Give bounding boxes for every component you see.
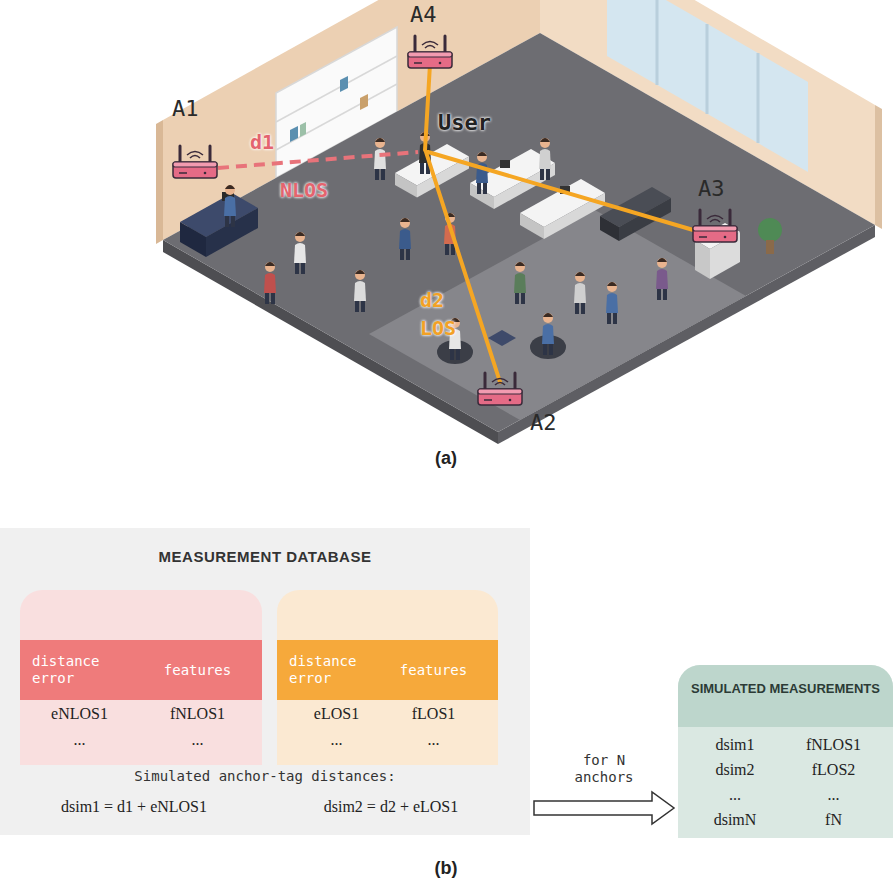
table-cell: dsim1 xyxy=(690,735,780,755)
column-header-cell: features xyxy=(381,662,486,679)
database-panel: MEASUREMENT DATABASEdistance errorfeatur… xyxy=(0,528,530,835)
table-cell-cell: ... xyxy=(145,730,250,750)
panel-title-cell: MEASUREMENT DATABASE xyxy=(0,548,530,566)
table-cell-cell: ... xyxy=(289,730,384,750)
table-cell: ... xyxy=(381,730,486,750)
panel-title: SIMULATED MEASUREMENTS xyxy=(691,681,880,696)
user-label: User xyxy=(438,110,491,135)
table-cell-cell: dsim1 xyxy=(690,735,780,755)
table-cell: fN xyxy=(786,810,881,830)
nlos-label-cell: NLOS xyxy=(280,178,328,202)
table-cell-cell: eLOS1 xyxy=(289,704,384,724)
column-header-cell: distance error xyxy=(289,653,384,687)
column-header-cell: distance error xyxy=(32,653,127,687)
nlos-table: distance error features eNLOS1 fNLOS1...... xyxy=(20,590,262,765)
column-header: features xyxy=(381,662,486,679)
table-cell-cell: fN xyxy=(786,810,881,830)
table-cell: dsimN xyxy=(690,810,780,830)
note-text-cell: Simulated anchor-tag distances: xyxy=(20,768,510,784)
table-cell: dsim2 xyxy=(690,760,780,780)
anchor-label-cell: A4 xyxy=(410,2,437,27)
formula: dsim2 = d2 + eLOS1 xyxy=(266,798,516,816)
panel-title: MEASUREMENT DATABASE xyxy=(159,548,372,565)
formula-cell: dsim2 = d2 + eLOS1 xyxy=(266,798,516,816)
table-cell: eNLOS1 xyxy=(32,704,127,724)
table-cell: eLOS1 xyxy=(289,704,384,724)
anchor-label-cell: A2 xyxy=(530,410,557,435)
table-cell: ... xyxy=(289,730,384,750)
column-header-cell: features xyxy=(145,662,250,679)
anchor-label: A3 xyxy=(698,176,725,201)
table-cell: ... xyxy=(786,785,881,805)
note-text: Simulated anchor-tag distances: xyxy=(20,768,510,784)
edge-label-cell: for N anchors xyxy=(559,752,649,786)
distance-label: d1 xyxy=(250,130,274,154)
los-label: LOS xyxy=(420,316,456,340)
table-cell: fLOS1 xyxy=(381,704,486,724)
table-cell: fNLOS1 xyxy=(786,735,881,755)
table-cell-cell: dsimN xyxy=(690,810,780,830)
table-cell: ... xyxy=(145,730,250,750)
column-header: features xyxy=(145,662,250,679)
anchor-label: A2 xyxy=(530,410,557,435)
table-cell-cell: ... xyxy=(786,785,881,805)
table-cell-cell: fNLOS1 xyxy=(786,735,881,755)
block-arrow xyxy=(534,792,674,824)
edge-label: for N anchors xyxy=(559,752,649,786)
anchor-label-cell: A1 xyxy=(172,96,199,121)
header-band xyxy=(678,665,893,727)
table-cell: ... xyxy=(690,785,780,805)
table-cell-cell: ... xyxy=(32,730,127,750)
column-header: distance error xyxy=(32,653,127,687)
subfigure-label-cell: (b) xyxy=(396,858,496,879)
table-cell-cell: eNLOS1 xyxy=(32,704,127,724)
table-cell-cell: fLOS2 xyxy=(786,760,881,780)
table-cell: ... xyxy=(32,730,127,750)
los-table: distance errorfeatures eLOS1fLOS1...... xyxy=(277,590,498,765)
distance-label-cell: d1 xyxy=(250,130,274,154)
los-label-cell: LOS xyxy=(420,316,456,340)
user-label-cell: User xyxy=(438,110,491,135)
subfigure-label-cell: (a) xyxy=(396,448,496,469)
distance-label-cell: d2 xyxy=(420,288,444,312)
table-cell-cell: ... xyxy=(690,785,780,805)
column-header: distance error xyxy=(289,653,384,687)
anchor-label: A1 xyxy=(172,96,199,121)
anchor-label-cell: A3 xyxy=(698,176,725,201)
table-cell: fLOS2 xyxy=(786,760,881,780)
table-cell-cell: fNLOS1 xyxy=(145,704,250,724)
panel-title-cell: SIMULATED MEASUREMENTS xyxy=(678,679,893,697)
table-cell-cell: fLOS1 xyxy=(381,704,486,724)
table-cell-cell: ... xyxy=(381,730,486,750)
formula-cell: dsim1 = d1 + eNLOS1 xyxy=(14,798,254,816)
distance-label: d2 xyxy=(420,288,444,312)
simulated-panel: SIMULATED MEASUREMENTS dsim1 fNLOS1 dsim2 fL… xyxy=(678,665,893,838)
subfigure-label: (b) xyxy=(396,858,496,879)
nlos-label: NLOS xyxy=(280,178,328,202)
subfigure-label: (a) xyxy=(396,448,496,469)
office-illustration xyxy=(0,0,893,480)
table-cell: fNLOS1 xyxy=(145,704,250,724)
formula: dsim1 = d1 + eNLOS1 xyxy=(14,798,254,816)
table-cell-cell: dsim2 xyxy=(690,760,780,780)
anchor-label: A4 xyxy=(410,2,437,27)
